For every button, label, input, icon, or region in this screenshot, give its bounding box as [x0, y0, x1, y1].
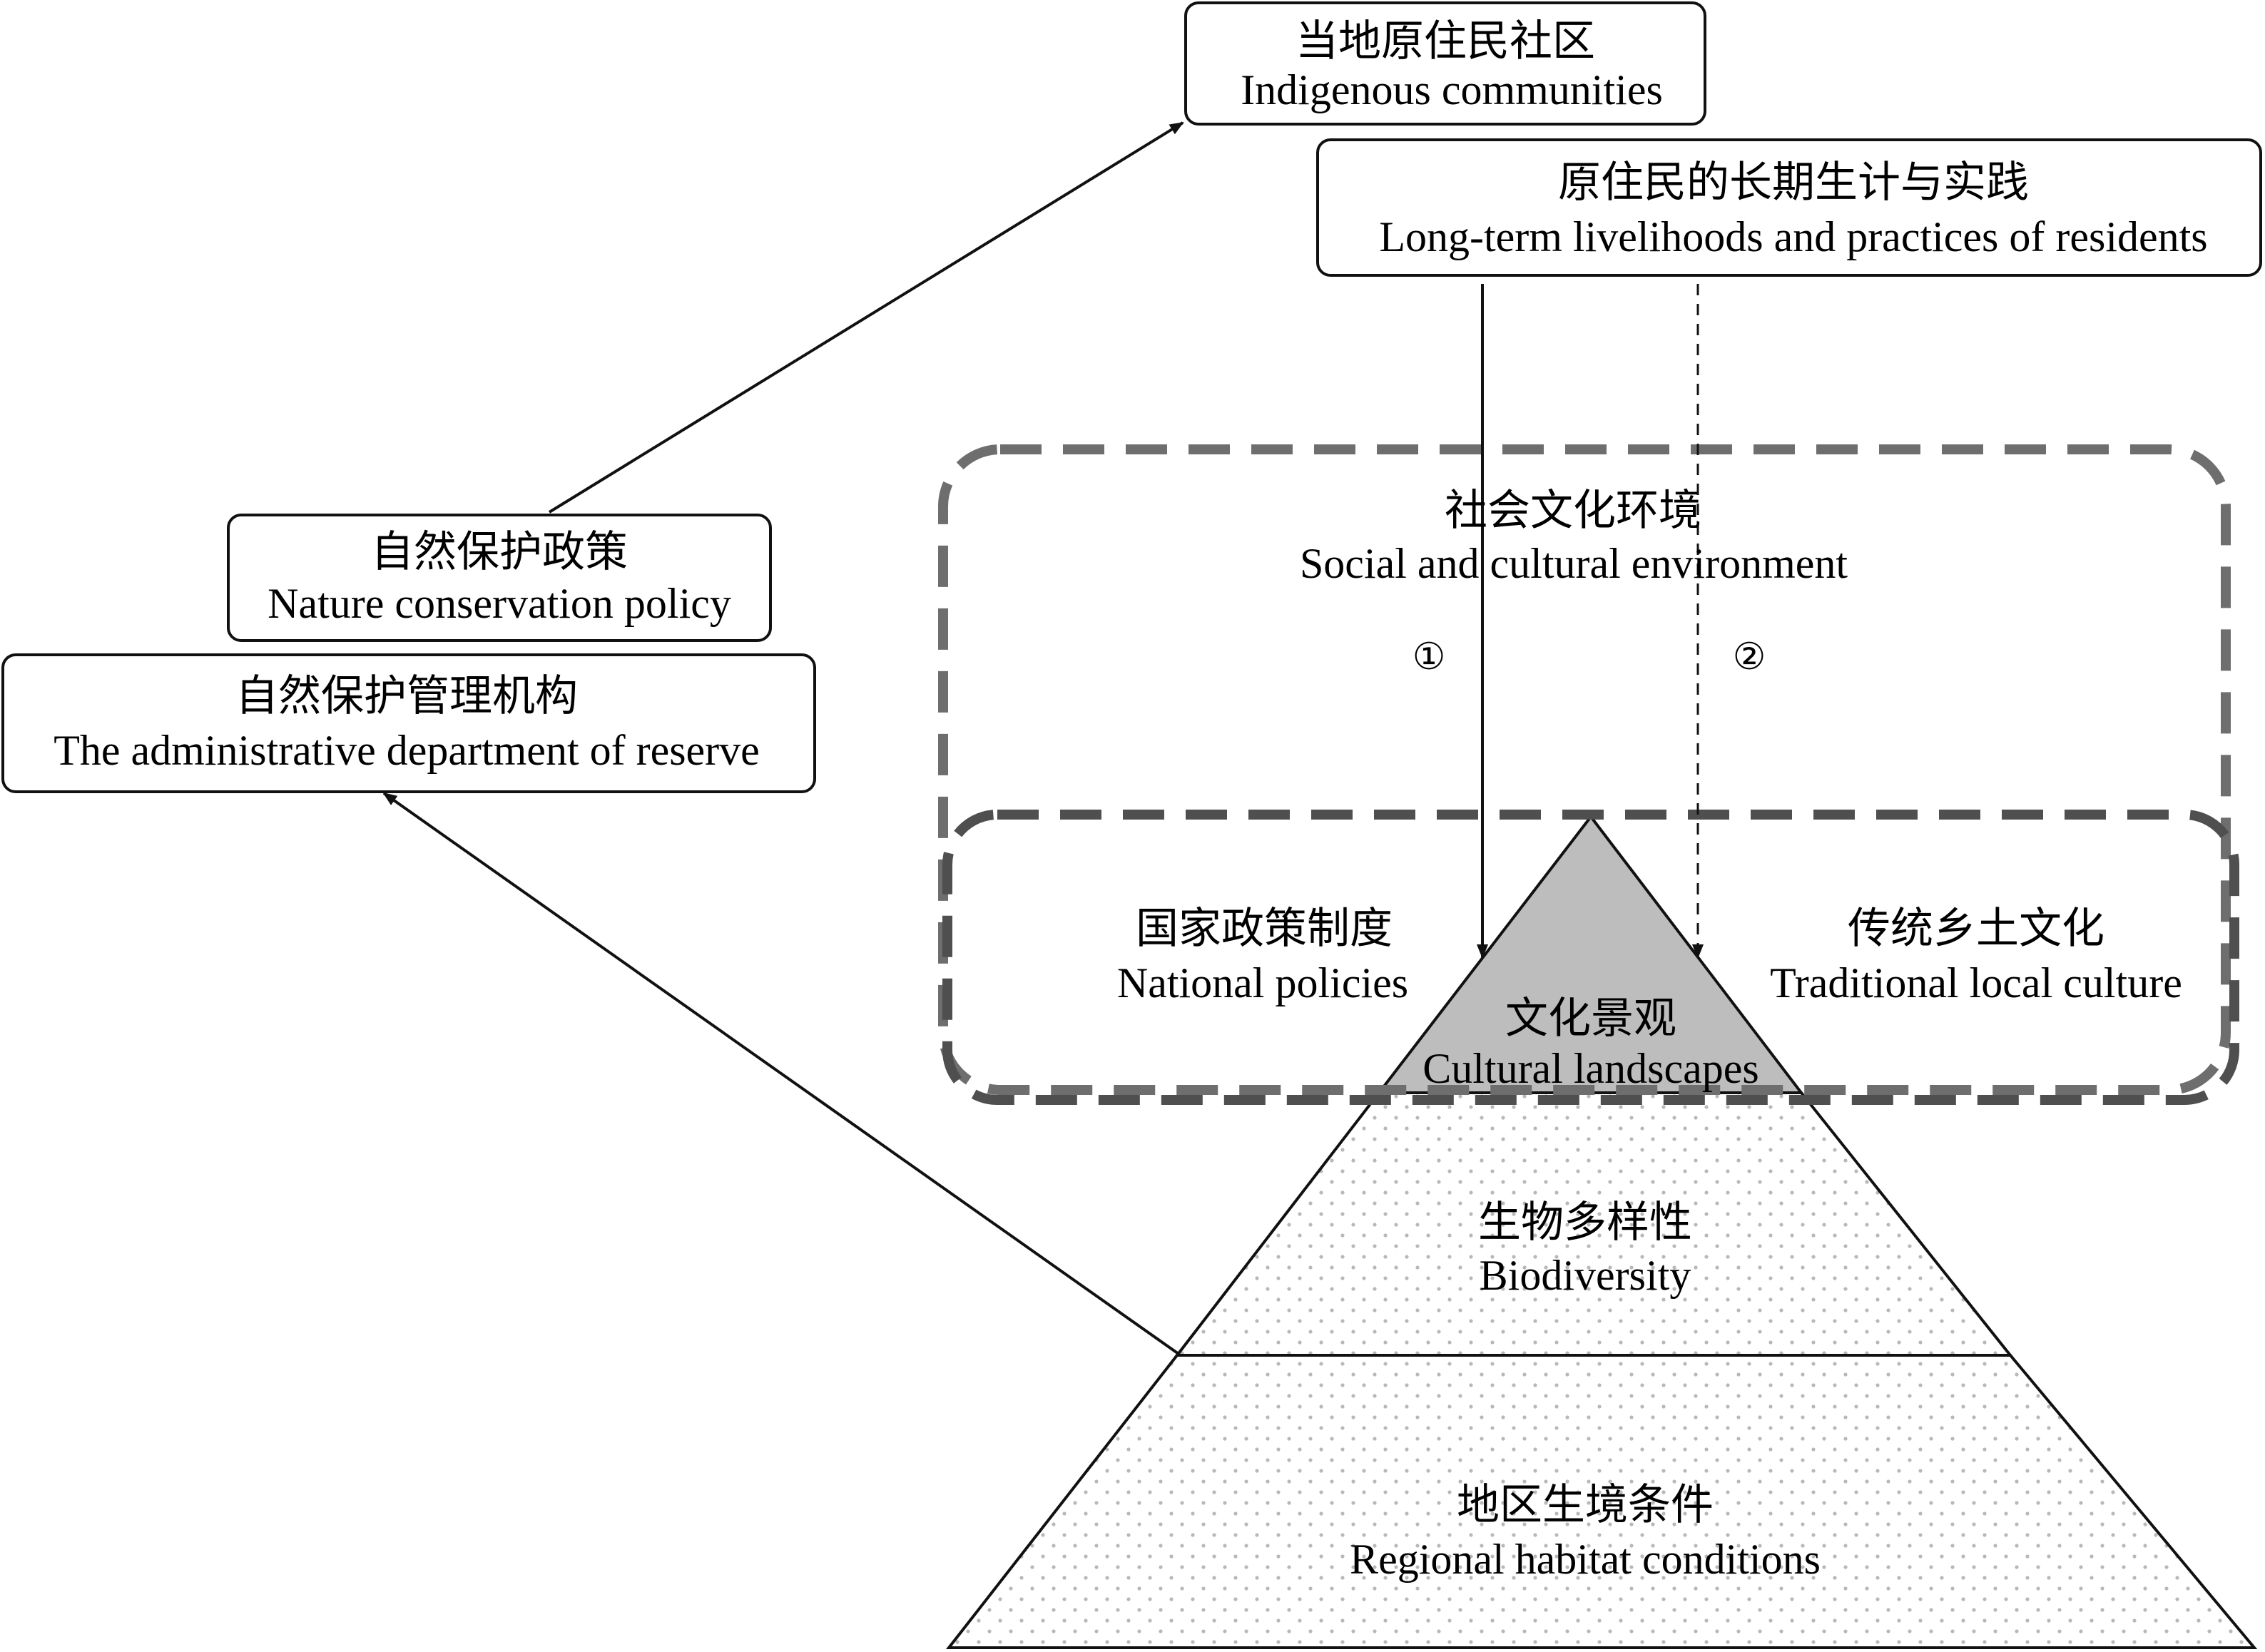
regional-habitat-en: Regional habitat conditions: [1350, 1536, 1821, 1583]
administrative-department-en: The administrative department of reserve: [54, 727, 760, 774]
marker-one: ①: [1413, 636, 1446, 678]
cultural-landscapes-en: Cultural landscapes: [1422, 1045, 1759, 1092]
conservation-policy-zh: 自然保护政策: [371, 527, 628, 577]
arrow-policy-to-communities: [548, 121, 1184, 514]
traditional-local-culture-en: Traditional local culture: [1770, 959, 2182, 1006]
livelihoods-zh: 原住民的长期生计与实践: [1558, 158, 2029, 208]
national-policies-en: National policies: [1117, 959, 1408, 1006]
biodiversity-zh: 生物多样性: [1478, 1198, 1692, 1248]
institutional-cultural-container: [942, 810, 2239, 1105]
administrative-department-zh: 自然保护管理机构: [235, 671, 578, 721]
arrow-pyramid-to-administration: [382, 792, 1180, 1355]
indigenous-communities-zh: 当地原住民社区: [1296, 16, 1595, 66]
national-policies-zh: 国家政策制度: [1136, 904, 1393, 954]
indigenous-communities-en: Indigenous communities: [1241, 66, 1663, 113]
traditional-local-culture-zh: 传统乡土文化: [1848, 904, 2104, 954]
social-cultural-environment-zh: 社会文化环境: [1445, 486, 1701, 536]
indigenous-communities-box: [1184, 1, 1706, 126]
marker-two: ②: [1733, 636, 1766, 678]
conservation-policy-box: [227, 514, 772, 642]
livelihoods-en: Long-term livelihoods and practices of r…: [1379, 213, 2207, 260]
cultural-landscapes-zh: 文化景观: [1505, 994, 1676, 1044]
biodiversity-en: Biodiversity: [1480, 1252, 1691, 1299]
livelihoods-box: [1316, 138, 2262, 277]
social-cultural-environment-container: [938, 444, 2231, 1095]
conservation-policy-en: Nature conservation policy: [268, 580, 731, 627]
social-cultural-environment-en: Social and cultural environment: [1300, 540, 1848, 587]
administrative-department-box: [1, 653, 816, 793]
regional-habitat-zh: 地区生境条件: [1457, 1480, 1714, 1530]
